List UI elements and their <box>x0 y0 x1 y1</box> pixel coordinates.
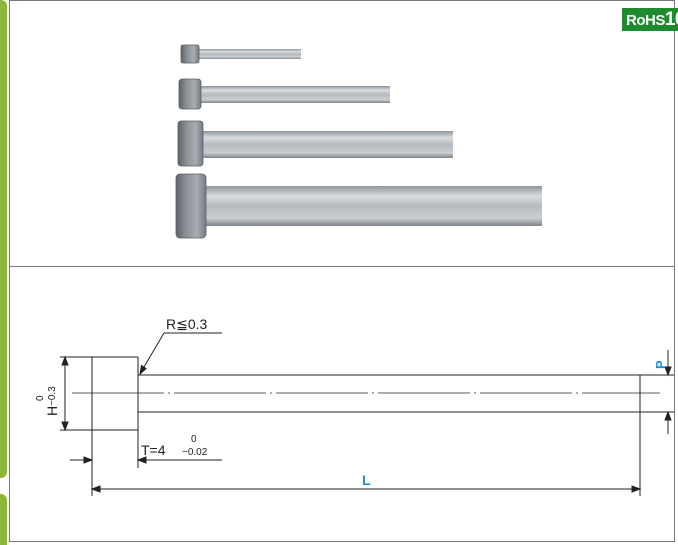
rohs-badge-number: 10 <box>664 9 678 30</box>
sidebar-tab[interactable] <box>0 0 7 478</box>
pin-image-large <box>177 120 453 167</box>
section-divider <box>9 266 675 267</box>
pin-image-medium <box>178 78 390 110</box>
rohs-badge: RoHS10 <box>622 8 678 31</box>
rohs-badge-prefix: RoHS <box>626 12 665 29</box>
pin-image-small <box>180 44 301 64</box>
sidebar-tab-lower[interactable] <box>0 494 7 545</box>
product-photo <box>175 44 542 239</box>
sidebar-strip <box>0 0 7 545</box>
pin-image-xlarge <box>175 173 542 239</box>
